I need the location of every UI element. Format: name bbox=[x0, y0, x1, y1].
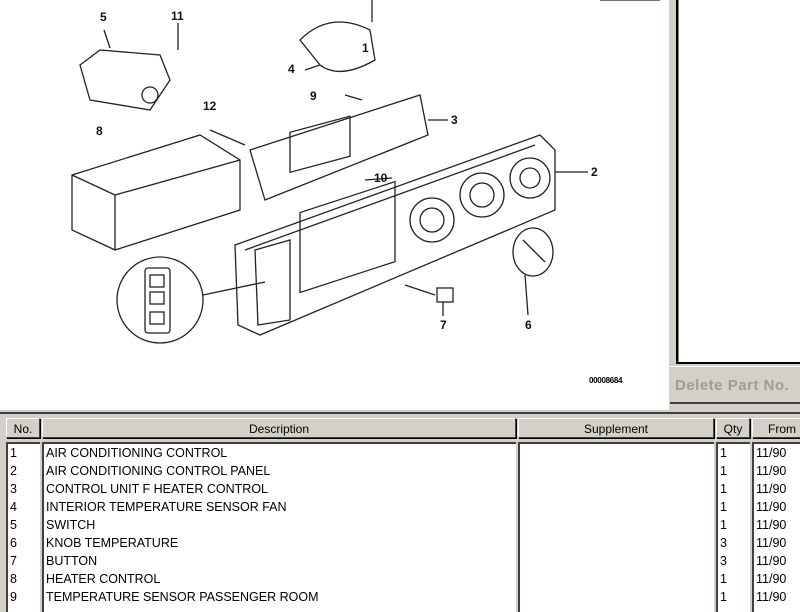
table-cell-description[interactable]: HEATER CONTROL bbox=[46, 572, 161, 586]
diagram-image-id: 00008684 bbox=[589, 376, 623, 385]
table-cell-from[interactable]: 11/90 bbox=[756, 446, 787, 460]
table-cell-no[interactable]: 8 bbox=[10, 572, 17, 586]
table-cell-qty[interactable]: 1 bbox=[720, 518, 727, 532]
callout-7: 7 bbox=[440, 318, 447, 332]
table-cell-description[interactable]: INTERIOR TEMPERATURE SENSOR FAN bbox=[46, 500, 287, 514]
column-description: AIR CONDITIONING CONTROL AIR CONDITIONING… bbox=[42, 442, 516, 612]
selected-parts-list[interactable] bbox=[676, 0, 800, 364]
header-no[interactable]: No. bbox=[6, 418, 40, 438]
parts-table: No. Description Supplement Qty From 1 2 3 4… bbox=[0, 412, 800, 612]
table-cell-from[interactable]: 11/90 bbox=[756, 536, 787, 550]
table-cell-qty[interactable]: 1 bbox=[720, 482, 727, 496]
callout-3: 3 bbox=[451, 113, 458, 127]
callout-6: 6 bbox=[525, 318, 532, 332]
table-cell-no[interactable]: 4 bbox=[10, 500, 17, 514]
table-cell-from[interactable]: 11/90 bbox=[756, 464, 787, 478]
table-cell-no[interactable]: 7 bbox=[10, 554, 17, 568]
table-cell-description[interactable]: TEMPERATURE SENSOR PASSENGER ROOM bbox=[46, 590, 319, 604]
table-cell-supplement[interactable] bbox=[520, 462, 714, 480]
table-cell-description[interactable]: KNOB TEMPERATURE bbox=[46, 536, 179, 550]
table-cell-qty[interactable]: 1 bbox=[720, 590, 727, 604]
table-cell-no[interactable]: 9 bbox=[10, 590, 17, 604]
table-cell-description[interactable]: CONTROL UNIT F HEATER CONTROL bbox=[46, 482, 269, 496]
table-cell-no[interactable]: 2 bbox=[10, 464, 17, 478]
table-cell-qty[interactable]: 1 bbox=[720, 500, 727, 514]
table-cell-description[interactable]: BUTTON bbox=[46, 554, 98, 568]
callout-5: 5 bbox=[100, 10, 107, 24]
parts-diagram: 5 11 1 4 9 12 3 8 2 10 7 6 00008684 bbox=[0, 0, 668, 410]
table-cell-from[interactable]: 11/90 bbox=[756, 590, 787, 604]
table-cell-supplement[interactable] bbox=[520, 588, 714, 606]
delete-part-no-button[interactable]: Delete Part No. bbox=[670, 366, 800, 404]
table-cell-qty[interactable]: 3 bbox=[720, 554, 727, 568]
table-cell-no[interactable]: 1 bbox=[10, 446, 17, 460]
callout-9: 9 bbox=[310, 89, 317, 103]
header-qty[interactable]: Qty bbox=[716, 418, 750, 438]
table-cell-supplement[interactable] bbox=[520, 444, 714, 462]
header-from[interactable]: From bbox=[752, 418, 800, 438]
table-cell-from[interactable]: 11/90 bbox=[756, 518, 787, 532]
table-cell-description[interactable]: SWITCH bbox=[46, 518, 96, 532]
table-cell-from[interactable]: 11/90 bbox=[756, 482, 787, 496]
callout-10: 10 bbox=[374, 171, 388, 185]
table-cell-qty[interactable]: 1 bbox=[720, 464, 727, 478]
table-cell-description[interactable]: AIR CONDITIONING CONTROL PANEL bbox=[46, 464, 271, 478]
callout-1: 1 bbox=[362, 41, 369, 55]
column-no: 1 2 3 4 5 6 7 8 9 bbox=[6, 442, 40, 612]
table-cell-from[interactable]: 11/90 bbox=[756, 554, 787, 568]
column-supplement bbox=[518, 442, 714, 612]
callout-11: 11 bbox=[171, 9, 184, 23]
table-cell-supplement[interactable] bbox=[520, 516, 714, 534]
callout-2: 2 bbox=[591, 165, 598, 179]
table-cell-qty[interactable]: 1 bbox=[720, 572, 727, 586]
table-cell-from[interactable]: 11/90 bbox=[756, 500, 787, 514]
splitter[interactable] bbox=[668, 0, 677, 410]
callout-8: 8 bbox=[96, 124, 103, 138]
table-cell-no[interactable]: 5 bbox=[10, 518, 17, 532]
callout-4: 4 bbox=[288, 62, 295, 76]
column-qty: 1 1 1 1 1 3 3 1 1 bbox=[716, 442, 750, 612]
header-supplement[interactable]: Supplement bbox=[518, 418, 714, 438]
callout-12: 12 bbox=[203, 99, 217, 113]
table-cell-no[interactable]: 3 bbox=[10, 482, 17, 496]
table-cell-supplement[interactable] bbox=[520, 552, 714, 570]
table-cell-supplement[interactable] bbox=[520, 534, 714, 552]
table-cell-from[interactable]: 11/90 bbox=[756, 572, 787, 586]
column-from: 11/90 11/90 11/90 11/90 11/90 11/90 11/90 11/90… bbox=[752, 442, 800, 612]
table-cell-supplement[interactable] bbox=[520, 498, 714, 516]
table-cell-qty[interactable]: 3 bbox=[720, 536, 727, 550]
table-cell-description[interactable]: AIR CONDITIONING CONTROL bbox=[46, 446, 228, 460]
table-cell-qty[interactable]: 1 bbox=[720, 446, 727, 460]
exploded-view-drawing bbox=[71, 0, 660, 344]
header-description[interactable]: Description bbox=[42, 418, 516, 438]
table-cell-supplement[interactable] bbox=[520, 570, 714, 588]
table-cell-no[interactable]: 6 bbox=[10, 536, 17, 550]
table-cell-supplement[interactable] bbox=[520, 480, 714, 498]
